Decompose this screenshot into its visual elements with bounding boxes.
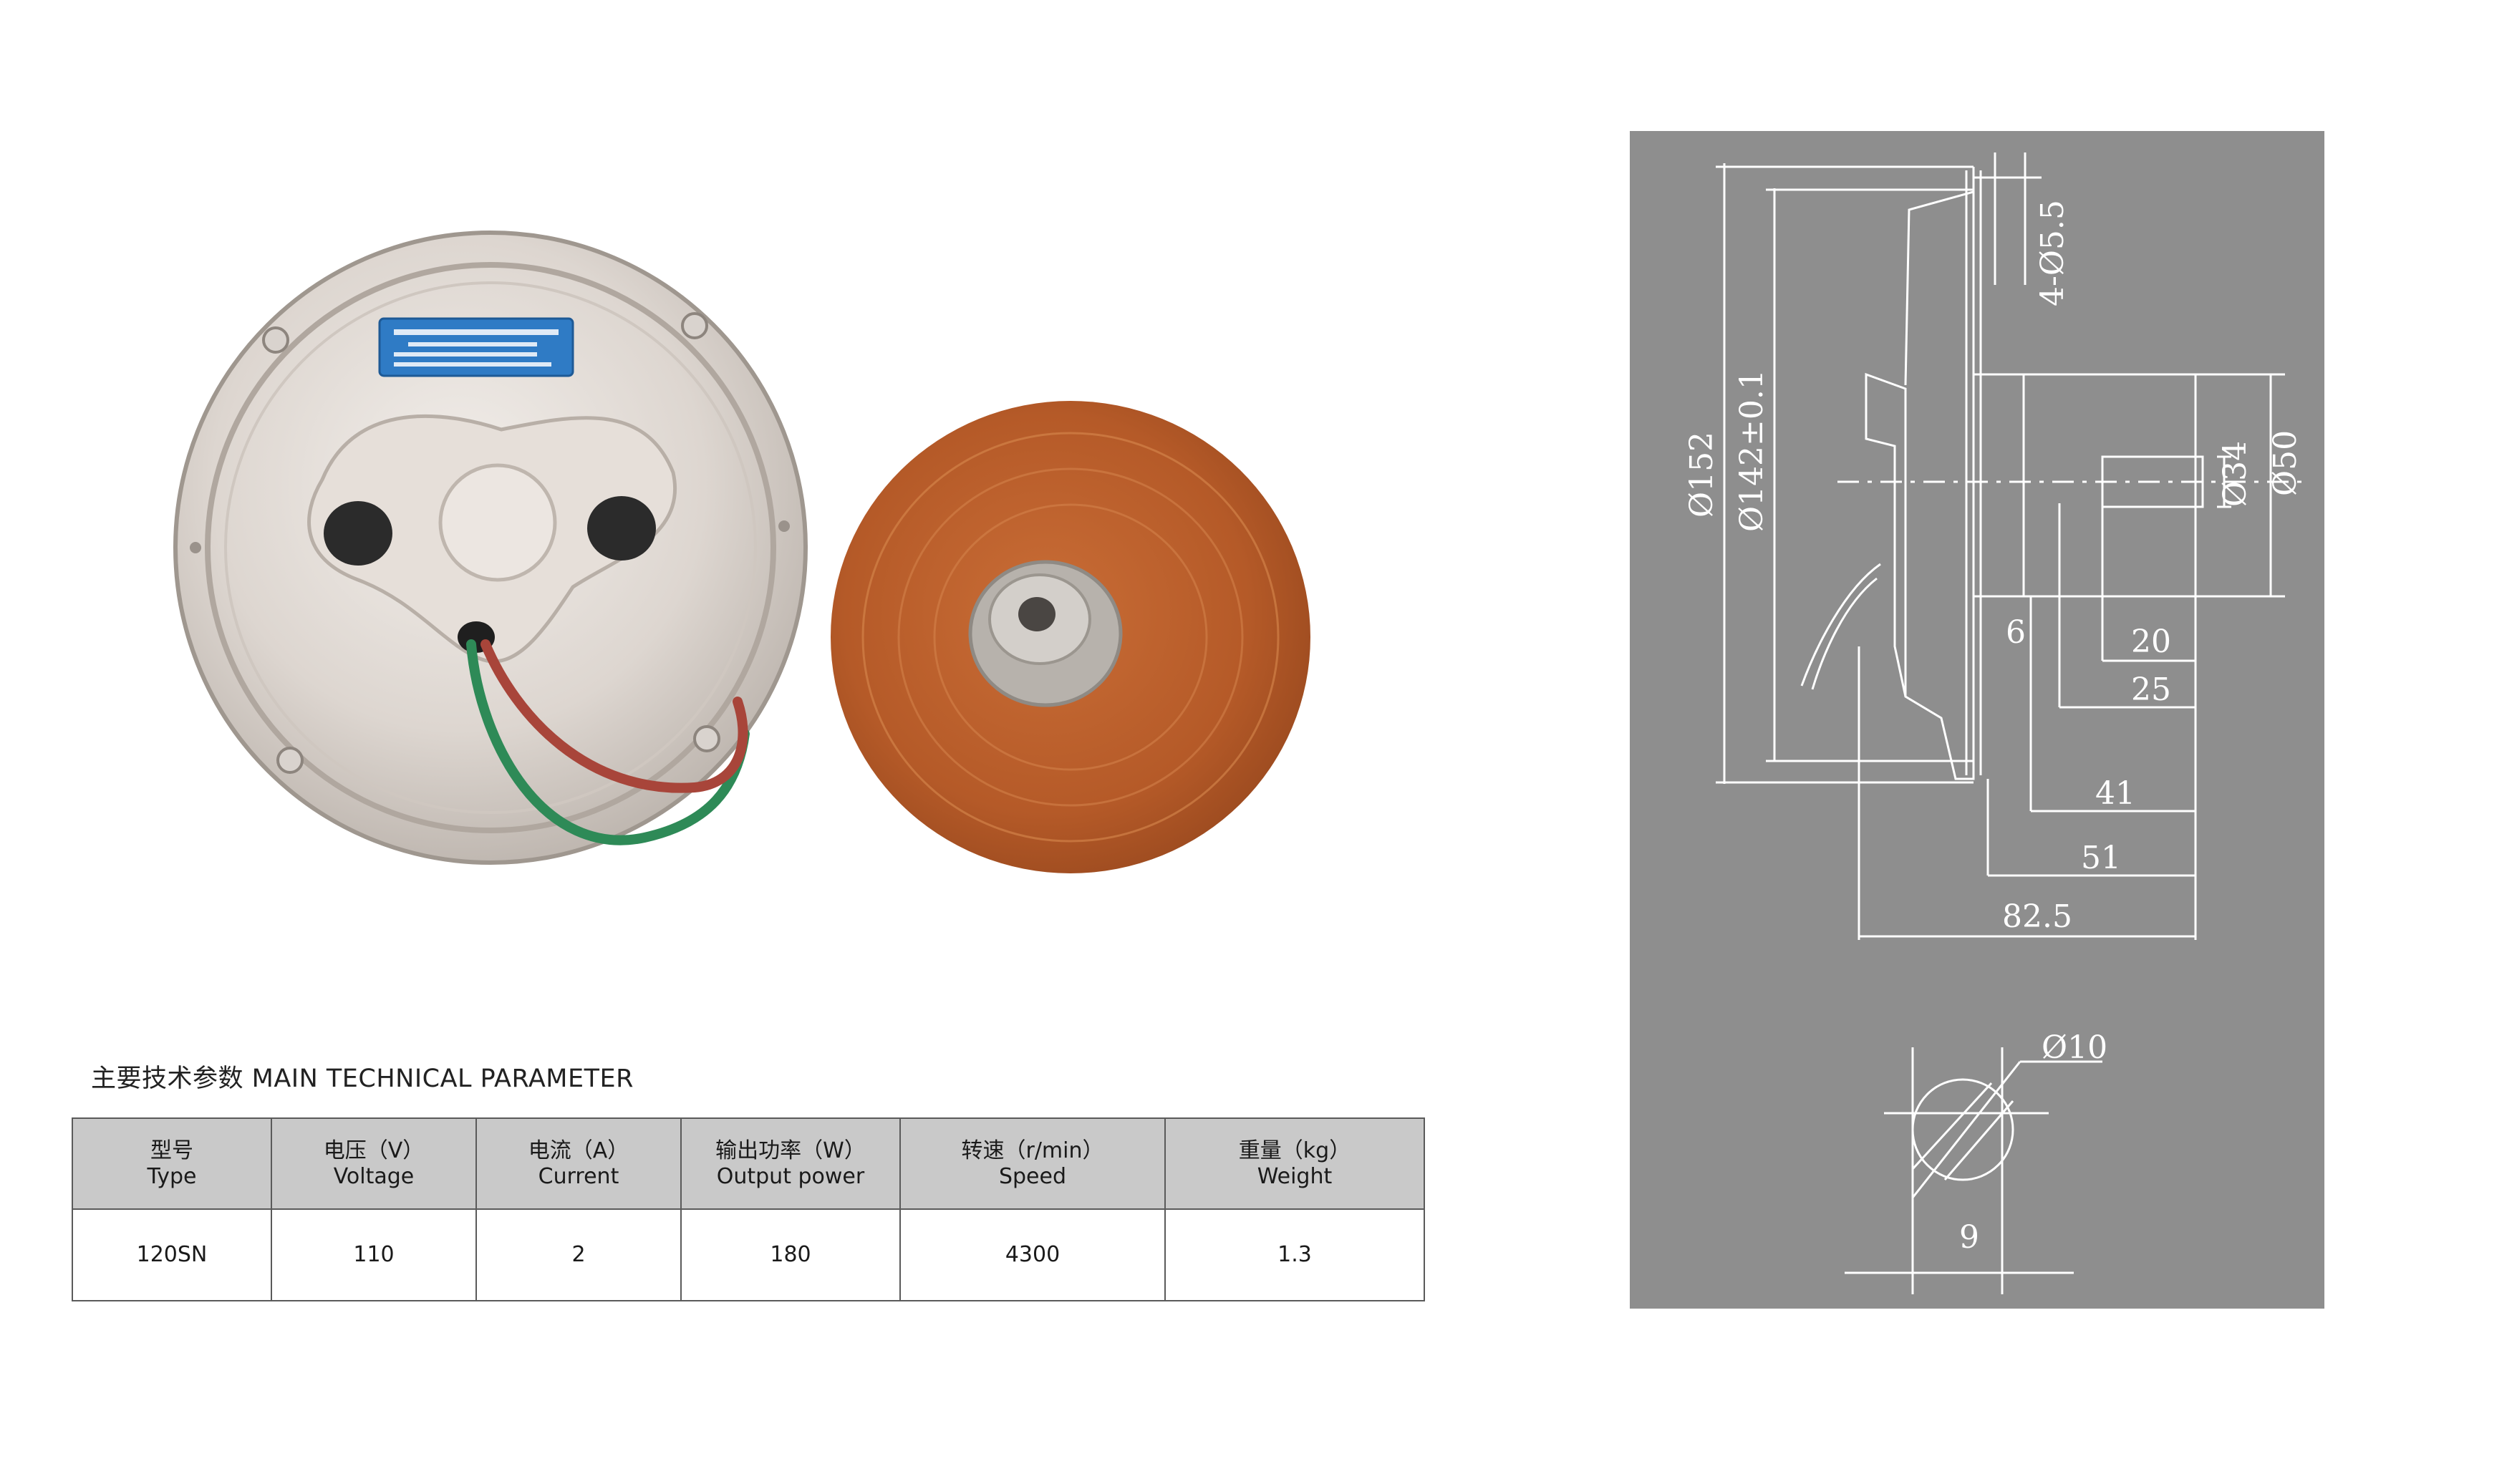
motor-body — [173, 231, 808, 865]
dim-d142: Ø142±0.1 — [1734, 369, 1770, 532]
copper-rotor — [831, 401, 1310, 873]
dim-d50: Ø50 — [2267, 430, 2304, 496]
cell-voltage: 110 — [271, 1208, 477, 1301]
dim-6: 6 — [2006, 614, 2026, 651]
dim-25: 25 — [2131, 671, 2171, 708]
cell-output-power: 180 — [680, 1208, 901, 1301]
section-title: 主要技术参数 MAIN TECHNICAL PARAMETER — [91, 1064, 634, 1093]
dim-d152: Ø152 — [1683, 432, 1720, 518]
header-output-power: 输出功率（W）Output power — [680, 1117, 901, 1210]
header-current: 电流（A）Current — [475, 1117, 682, 1210]
cell-weight: 1.3 — [1164, 1208, 1425, 1301]
dim-9: 9 — [1959, 1219, 1979, 1256]
header-weight: 重量（kg）Weight — [1164, 1117, 1425, 1210]
dim-51: 51 — [2081, 840, 2121, 876]
dim-d34: Ø34 — [2217, 441, 2253, 507]
header-speed: 转速（r/min）Speed — [899, 1117, 1166, 1210]
dim-82-5: 82.5 — [2002, 898, 2072, 935]
dim-20: 20 — [2131, 624, 2171, 660]
dim-holes: 4-Ø5.5 — [2034, 200, 2071, 306]
cell-current: 2 — [475, 1208, 682, 1301]
dim-41: 41 — [2095, 775, 2135, 812]
dim-d10: Ø10 — [2042, 1029, 2107, 1066]
product-photo — [173, 231, 1310, 873]
header-voltage: 电压（V）Voltage — [271, 1117, 477, 1210]
technical-drawing: Ø152 Ø142±0.1 4-Ø5.5 Ø34 Ø50 6 20 25 41 … — [1630, 131, 2324, 1309]
cell-speed: 4300 — [899, 1208, 1166, 1301]
table-row: 120SN 110 2 180 4300 1.3 — [72, 1208, 1425, 1301]
cell-type: 120SN — [72, 1208, 272, 1301]
